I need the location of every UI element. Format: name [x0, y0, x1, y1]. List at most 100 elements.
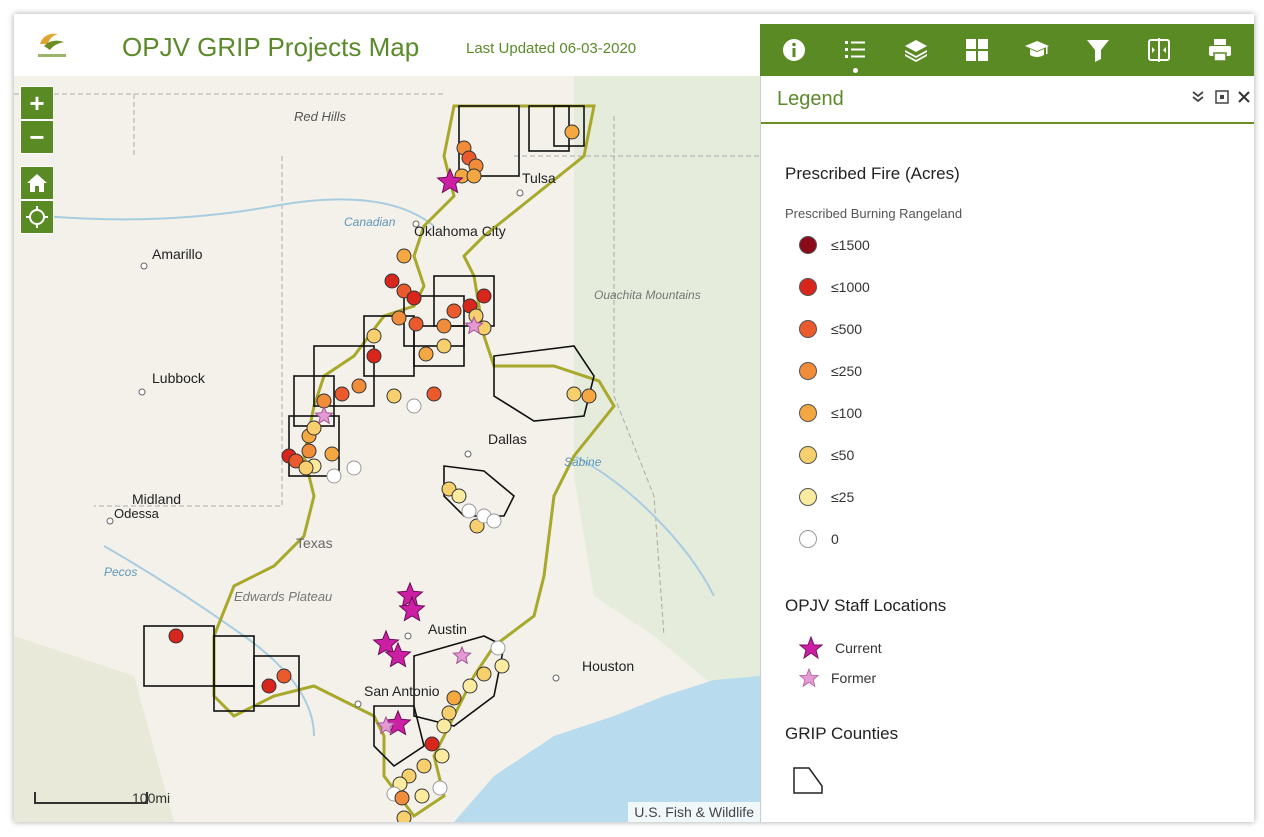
- prescribed-fire-point[interactable]: [261, 678, 277, 694]
- prescribed-fire-point[interactable]: [476, 288, 492, 304]
- basemap-button[interactable]: [957, 30, 997, 70]
- legend-label: Current: [835, 640, 882, 656]
- locate-button[interactable]: [20, 200, 54, 234]
- prescribed-fire-point[interactable]: [298, 460, 314, 476]
- prescribed-fire-point[interactable]: [306, 420, 322, 436]
- prescribed-fire-point[interactable]: [301, 443, 317, 459]
- basemap: [14, 76, 760, 822]
- legend-item-fire-class: ≤100: [799, 404, 862, 422]
- former-staff-star[interactable]: [464, 315, 484, 335]
- zoom-out-button[interactable]: −: [20, 120, 54, 154]
- prescribed-fire-point[interactable]: [566, 386, 582, 402]
- layers-icon: [904, 40, 927, 62]
- prescribed-fire-point[interactable]: [436, 718, 452, 734]
- prescribed-fire-point[interactable]: [366, 348, 382, 364]
- place-label: Houston: [582, 658, 634, 674]
- place-label: Ouachita Mountains: [594, 288, 701, 302]
- current-staff-star[interactable]: [372, 629, 400, 656]
- prescribed-fire-point[interactable]: [168, 628, 184, 644]
- current-staff-star[interactable]: [398, 595, 426, 622]
- current-staff-star[interactable]: [384, 641, 412, 668]
- prescribed-fire-point[interactable]: [418, 346, 434, 362]
- city-marker: [354, 700, 362, 708]
- place-label: Canadian: [344, 215, 396, 229]
- prescribed-fire-point[interactable]: [441, 705, 457, 721]
- prescribed-fire-point[interactable]: [408, 316, 424, 332]
- learn-button[interactable]: [1017, 30, 1057, 70]
- place-label: Texas: [296, 535, 333, 551]
- city-marker: [404, 632, 412, 640]
- print-button[interactable]: [1200, 30, 1240, 70]
- prescribed-fire-point[interactable]: [581, 388, 597, 404]
- prescribed-fire-point[interactable]: [494, 658, 510, 674]
- about-button[interactable]: [774, 30, 814, 70]
- printer-icon: [1208, 39, 1231, 62]
- place-label: Tulsa: [522, 170, 556, 186]
- prescribed-fire-point[interactable]: [462, 678, 478, 694]
- prescribed-fire-point[interactable]: [461, 503, 477, 519]
- prescribed-fire-point[interactable]: [351, 378, 367, 394]
- legend-label: Former: [831, 670, 877, 686]
- prescribed-fire-point[interactable]: [386, 388, 402, 404]
- layers-button[interactable]: [896, 30, 936, 70]
- prescribed-fire-point[interactable]: [346, 460, 362, 476]
- prescribed-fire-point[interactable]: [416, 758, 432, 774]
- prescribed-fire-point[interactable]: [564, 124, 580, 140]
- prescribed-fire-point[interactable]: [384, 273, 400, 289]
- prescribed-fire-point[interactable]: [406, 398, 422, 414]
- prescribed-fire-point[interactable]: [436, 318, 452, 334]
- prescribed-fire-point[interactable]: [486, 513, 502, 529]
- collapse-button[interactable]: [1191, 90, 1205, 109]
- home-button[interactable]: [20, 166, 54, 200]
- crosshair-icon: [26, 206, 48, 228]
- prescribed-fire-point[interactable]: [466, 168, 482, 184]
- star-icon: [799, 668, 819, 688]
- legend-button[interactable]: [835, 30, 875, 73]
- prescribed-fire-point[interactable]: [446, 303, 462, 319]
- fire-class-swatch: [799, 446, 817, 464]
- prescribed-fire-point[interactable]: [446, 690, 462, 706]
- prescribed-fire-point[interactable]: [366, 328, 382, 344]
- prescribed-fire-point[interactable]: [490, 640, 506, 656]
- prescribed-fire-point[interactable]: [426, 386, 442, 402]
- prescribed-fire-point[interactable]: [432, 780, 448, 796]
- close-button[interactable]: [1237, 90, 1251, 109]
- fire-class-swatch: [799, 320, 817, 338]
- place-label: San Antonio: [364, 683, 440, 699]
- prescribed-fire-point[interactable]: [276, 668, 292, 684]
- app-title: OPJV GRIP Projects Map: [122, 32, 420, 62]
- prescribed-fire-point[interactable]: [406, 290, 422, 306]
- city-marker: [464, 450, 472, 458]
- prescribed-fire-point[interactable]: [334, 386, 350, 402]
- former-staff-star[interactable]: [314, 405, 334, 425]
- prescribed-fire-point[interactable]: [436, 338, 452, 354]
- prescribed-fire-point[interactable]: [476, 666, 492, 682]
- dock-button[interactable]: [1215, 90, 1229, 109]
- last-updated-label: Last Updated 06-03-2020: [466, 40, 637, 57]
- legend-item-current-staff: Current: [799, 636, 882, 660]
- filter-button[interactable]: [1078, 30, 1118, 70]
- prescribed-fire-point[interactable]: [434, 748, 450, 764]
- prescribed-fire-point[interactable]: [396, 810, 412, 822]
- prescribed-fire-point[interactable]: [451, 488, 467, 504]
- home-icon: [27, 174, 47, 192]
- prescribed-fire-point[interactable]: [326, 468, 342, 484]
- fire-sublabel: Prescribed Burning Rangeland: [785, 206, 963, 221]
- prescribed-fire-point[interactable]: [424, 736, 440, 752]
- prescribed-fire-point[interactable]: [394, 790, 410, 806]
- current-staff-star[interactable]: [384, 709, 412, 736]
- former-staff-star[interactable]: [376, 715, 396, 735]
- prescribed-fire-point[interactable]: [414, 788, 430, 804]
- prescribed-fire-point[interactable]: [324, 446, 340, 462]
- current-staff-star[interactable]: [436, 167, 464, 194]
- former-staff-star[interactable]: [452, 645, 472, 665]
- legend-label: ≤25: [831, 489, 855, 505]
- swipe-button[interactable]: [1139, 30, 1179, 70]
- zoom-in-button[interactable]: +: [20, 86, 54, 120]
- prescribed-fire-point[interactable]: [396, 248, 412, 264]
- app-frame: OPJV GRIP Projects Map Last Updated 06-0…: [14, 14, 1254, 822]
- fire-class-swatch: [799, 488, 817, 506]
- prescribed-fire-point[interactable]: [391, 310, 407, 326]
